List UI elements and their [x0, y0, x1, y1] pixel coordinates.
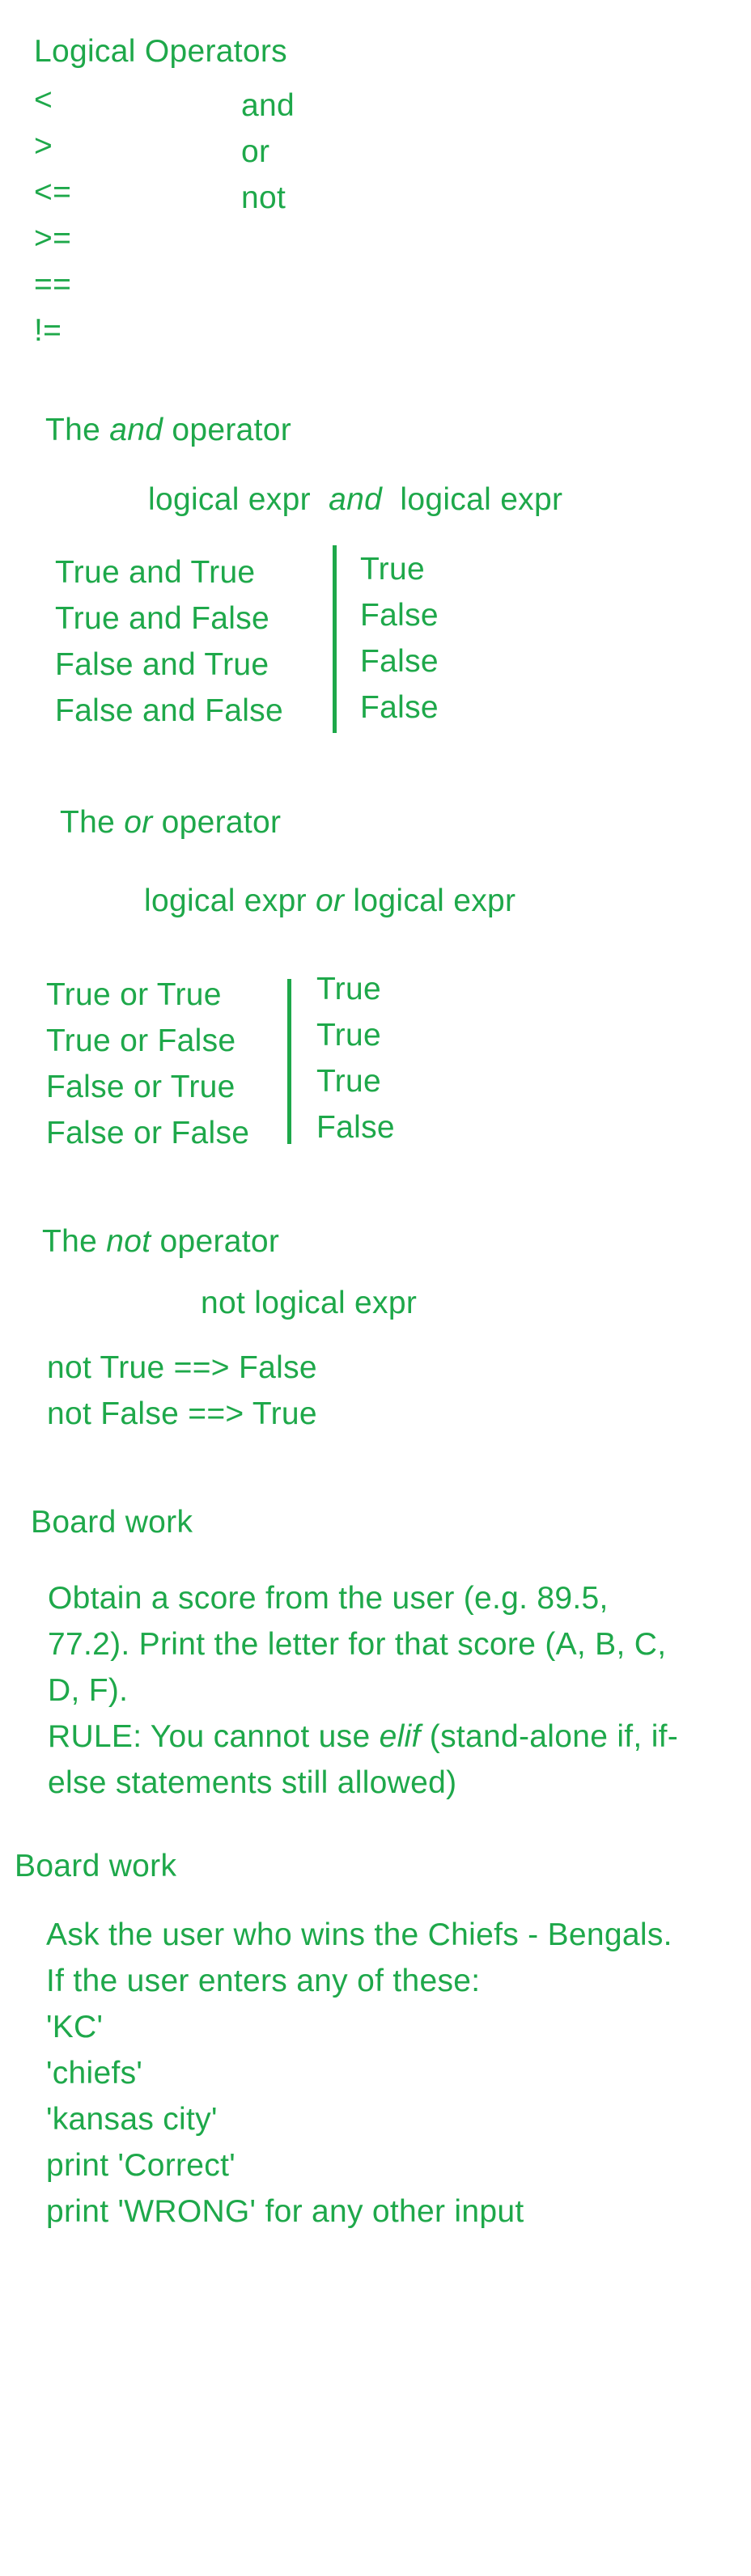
operator-less-than: <	[34, 83, 53, 117]
board-work-2-title: Board work	[15, 1849, 177, 1883]
and-row: True and False	[55, 601, 270, 636]
and-result: False	[360, 690, 439, 725]
board-work-1-line: Obtain a score from the user (e.g. 89.5,	[48, 1581, 609, 1616]
and-divider	[333, 545, 337, 733]
and-row: True and True	[55, 555, 256, 590]
not-expression: not logical expr	[201, 1286, 418, 1320]
and-result: False	[360, 598, 439, 633]
and-result: False	[360, 644, 439, 679]
logical-or: or	[241, 134, 270, 169]
board-work-2-line: 'KC'	[46, 2010, 104, 2044]
or-row: True or True	[46, 977, 222, 1012]
board-work-1-line: 77.2). Print the letter for that score (…	[48, 1627, 667, 1662]
logical-and: and	[241, 88, 295, 123]
and-heading: The and operator	[45, 413, 292, 447]
board-work-2-line: If the user enters any of these:	[46, 1964, 481, 1998]
operator-less-equal: <=	[34, 175, 72, 210]
not-example: not False ==> True	[47, 1396, 317, 1431]
and-expression: logical expr and logical expr	[148, 482, 563, 517]
or-result: False	[316, 1110, 395, 1145]
board-work-1-title: Board work	[31, 1505, 193, 1540]
board-work-2-line: 'kansas city'	[46, 2102, 218, 2137]
board-work-1-line: D, F).	[48, 1673, 129, 1708]
and-result: True	[360, 552, 425, 587]
and-row: False and False	[55, 693, 283, 728]
or-result: True	[316, 1018, 381, 1053]
not-heading: The not operator	[42, 1224, 280, 1259]
operator-equal: ==	[34, 267, 72, 302]
or-expression: logical expr or logical expr	[144, 883, 516, 918]
board-work-1-rule-cont: else statements still allowed)	[48, 1765, 457, 1800]
operators-title: Logical Operators	[34, 34, 287, 69]
or-result: True	[316, 1064, 381, 1099]
or-row: True or False	[46, 1023, 236, 1058]
operator-greater-equal: >=	[34, 221, 72, 256]
board-work-1-rule: RULE: You cannot use elif (stand-alone i…	[48, 1719, 679, 1754]
logical-not: not	[241, 180, 286, 215]
or-heading: The or operator	[60, 805, 282, 840]
operator-not-equal: !=	[34, 313, 62, 348]
or-divider	[287, 979, 291, 1144]
board-work-2-line: Ask the user who wins the Chiefs - Benga…	[46, 1917, 673, 1952]
or-result: True	[316, 972, 381, 1006]
or-row: False or False	[46, 1116, 250, 1150]
operator-greater-than: >	[34, 129, 53, 163]
not-example: not True ==> False	[47, 1350, 317, 1385]
or-row: False or True	[46, 1070, 235, 1104]
board-work-2-line: 'chiefs'	[46, 2056, 143, 2091]
board-work-2-line: print 'WRONG' for any other input	[46, 2194, 524, 2229]
and-row: False and True	[55, 647, 269, 682]
board-work-2-line: print 'Correct'	[46, 2148, 235, 2183]
